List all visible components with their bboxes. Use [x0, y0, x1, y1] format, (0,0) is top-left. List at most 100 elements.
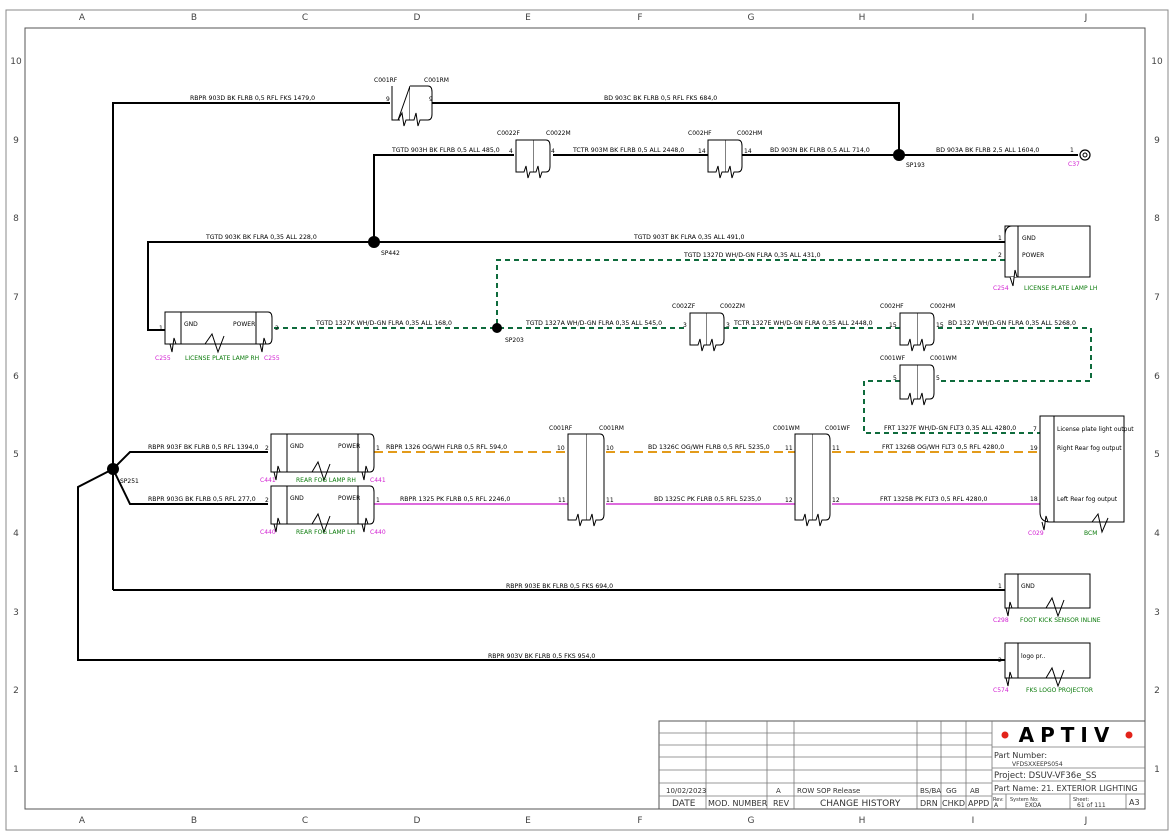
col-header-appd: APPD: [968, 799, 989, 808]
grid-col-h: H: [859, 13, 866, 23]
pin-label: 1: [998, 235, 1002, 242]
grid-col-d-bottom: D: [414, 816, 421, 826]
component-license-plate-lamp-lh[interactable]: GND POWER 1 2 C254 LICENSE PLATE LAMP LH: [993, 225, 1097, 292]
pin-label: 15: [889, 322, 897, 329]
splice-sp442[interactable]: [368, 236, 380, 248]
grid-row-labels: 10 9 8 7 6 5 4 3 2 1 10 9 8 7 6 5 4 3 2 …: [10, 57, 1163, 775]
fog-rh-power: POWER: [338, 443, 360, 450]
component-license-plate-lamp-rh[interactable]: GND POWER 1 2 C255 LICENSE PLATE LAMP RH…: [155, 311, 280, 362]
component-rear-fog-lamp-rh[interactable]: GND POWER 2 1 C441 REAR FOG LAMP RH C441: [260, 433, 386, 484]
pin-label: 11: [785, 445, 793, 452]
pin-label: 4: [509, 148, 513, 155]
fog-lh-name: REAR FOG LAMP LH: [296, 529, 355, 536]
pin-label: 2: [998, 252, 1002, 259]
logo-dot-right-icon: [1125, 731, 1133, 739]
component-foot-kick-sensor[interactable]: GND 1 C298 FOOT KICK SENSOR INLINE: [993, 573, 1101, 624]
pin-label: 15: [936, 322, 944, 329]
pin-label: 14: [698, 148, 706, 155]
wire-903h[interactable]: [373, 154, 514, 242]
wire-label-903k: TGTD 903K BK FLRA 0,35 ALL 228,0: [205, 234, 317, 241]
pin-label: 9: [429, 96, 433, 103]
ground-eyelet-c37[interactable]: 1 C37: [1068, 147, 1091, 168]
title-block: 10/02/2023 A ROW SOP Release BS/BA GG AB…: [658, 720, 1146, 810]
connector-c002zm-label: C002ZM: [720, 303, 745, 310]
fog-rh-gnd: GND: [290, 443, 304, 450]
col-header-change: CHANGE HISTORY: [820, 799, 901, 809]
inline-connector-c0022[interactable]: C0022F C0022M 4 4: [497, 130, 571, 179]
component-fks-logo-projector[interactable]: logo pr.. 2 C574 FKS LOGO PROJECTOR: [993, 642, 1093, 694]
kick-gnd: GND: [1021, 583, 1035, 590]
outer-frame: [5, 9, 1169, 831]
splice-sp193-label: SP193: [906, 162, 925, 169]
rev-row-change: ROW SOP Release: [797, 787, 860, 795]
inline-connector-c002z-mid[interactable]: C002ZF C002ZM 3 3: [672, 303, 745, 352]
wire-903g[interactable]: [112, 468, 268, 505]
wire-label-903d: RBPR 903D BK FLRB 0,5 RFL FKS 1479,0: [190, 95, 315, 102]
connector-c002zf-label: C002ZF: [672, 303, 696, 310]
inline-connector-c002h-mid[interactable]: C002HF C002HM 15 15: [880, 303, 955, 352]
wire-1327d[interactable]: [496, 259, 1005, 328]
wire-903d[interactable]: [112, 102, 390, 590]
grid-col-i-bottom: I: [972, 816, 975, 826]
grid-col-b-bottom: B: [191, 816, 197, 826]
wire-label-1327a: TGTD 1327A WH/D-GN FLRA 0,35 ALL 545,0: [525, 320, 662, 327]
fog-rh-name: REAR FOG LAMP RH: [296, 477, 356, 484]
ground-wires: [77, 102, 1078, 661]
wire-label-1326: RBPR 1326 OG/WH FLRB 0,5 RFL 594,0: [386, 444, 507, 451]
grid-col-i: I: [972, 13, 975, 23]
pin-label: 10: [606, 445, 614, 452]
grid-col-f-bottom: F: [637, 816, 642, 826]
wire-label-1327e: TCTR 1327E WH/D-GN FLRA 0,35 ALL 2448,0: [733, 320, 873, 327]
grid-row-3-right: 3: [1154, 608, 1160, 618]
pin-label: 18: [1030, 496, 1038, 503]
wire-903k[interactable]: [147, 241, 374, 331]
wire-903f[interactable]: [112, 451, 268, 470]
grid-row-6-right: 6: [1154, 372, 1160, 382]
col-header-chkd: CHKD: [942, 799, 965, 808]
grid-row-9-right: 9: [1154, 136, 1160, 146]
component-bcm[interactable]: License plate light output Right Rear fo…: [1028, 415, 1134, 537]
part-number-value: VFDSXXEEPS054: [1012, 761, 1063, 768]
inline-connector-c001w-mid[interactable]: C001WF C001WM 5 5: [880, 355, 957, 406]
connector-c574-label: C574: [993, 687, 1009, 694]
wire-label-1326c: BD 1326C OG/WH FLRB 0,5 RFL 5235,0: [648, 444, 770, 451]
bcm-name: BCM: [1084, 530, 1097, 537]
grid-col-e: E: [525, 13, 531, 23]
grid-col-d: D: [414, 13, 421, 23]
inline-connector-c001w-low[interactable]: C001WM C001WF 11 11 12 12: [773, 425, 851, 527]
wire-1327[interactable]: [938, 327, 1092, 382]
wire-label-1327k: TGTD 1327K WH/D-GN FLRA 0,35 ALL 168,0: [315, 320, 452, 327]
connector-c002hm-mid-label: C002HM: [930, 303, 955, 310]
pin-label: 9: [386, 96, 390, 103]
lic-rh-gnd: GND: [184, 321, 198, 328]
component-rear-fog-lamp-lh[interactable]: GND POWER 2 1 C440 REAR FOG LAMP LH C440: [260, 485, 386, 536]
wire-903v[interactable]: [77, 468, 1005, 661]
grid-column-labels: A B C D E F G H I J A B C D E F G H I J: [79, 13, 1087, 826]
connector-c441a-label: C441: [260, 477, 276, 484]
splice-sp203[interactable]: [492, 323, 502, 333]
fog-lh-gnd: GND: [290, 495, 304, 502]
wire-1327f[interactable]: [863, 380, 1040, 434]
connector-c002hf-label: C002HF: [688, 130, 712, 137]
wire-903c[interactable]: [430, 102, 900, 155]
splice-sp203-label: SP203: [505, 337, 524, 344]
pin-c37: 1: [1070, 147, 1074, 154]
inline-connector-c001r-top[interactable]: C001RF C001RM 9 9: [374, 77, 449, 127]
grid-col-b: B: [191, 13, 197, 23]
pin-label: 11: [558, 497, 566, 504]
grid-col-j-bottom: J: [1084, 816, 1088, 826]
connector-c0022f-label: C0022F: [497, 130, 520, 137]
grid-row-1-right: 1: [1154, 765, 1160, 775]
wire-label-1327: BD 1327 WH/D-GN FLRA 0,35 ALL 5268,0: [948, 320, 1076, 327]
rev-row-appd: AB: [970, 787, 980, 795]
inline-connector-c002h-top[interactable]: C002HF C002HM 14 14: [688, 130, 762, 179]
rev-row-drn: BS/BA: [920, 787, 941, 795]
splice-sp251[interactable]: [107, 463, 119, 475]
grid-col-e-bottom: E: [525, 816, 531, 826]
col-header-mod: MOD. NUMBER: [708, 799, 768, 808]
splice-sp193[interactable]: [893, 149, 905, 161]
grid-row-8-right: 8: [1154, 214, 1160, 224]
wire-label-1325c: BD 1325C PK FLRB 0,5 RFL 5235,0: [654, 496, 761, 503]
inline-connector-c001r-low[interactable]: C001RF C001RM 10 10 11 11: [549, 425, 624, 527]
grid-row-8: 8: [13, 214, 19, 224]
